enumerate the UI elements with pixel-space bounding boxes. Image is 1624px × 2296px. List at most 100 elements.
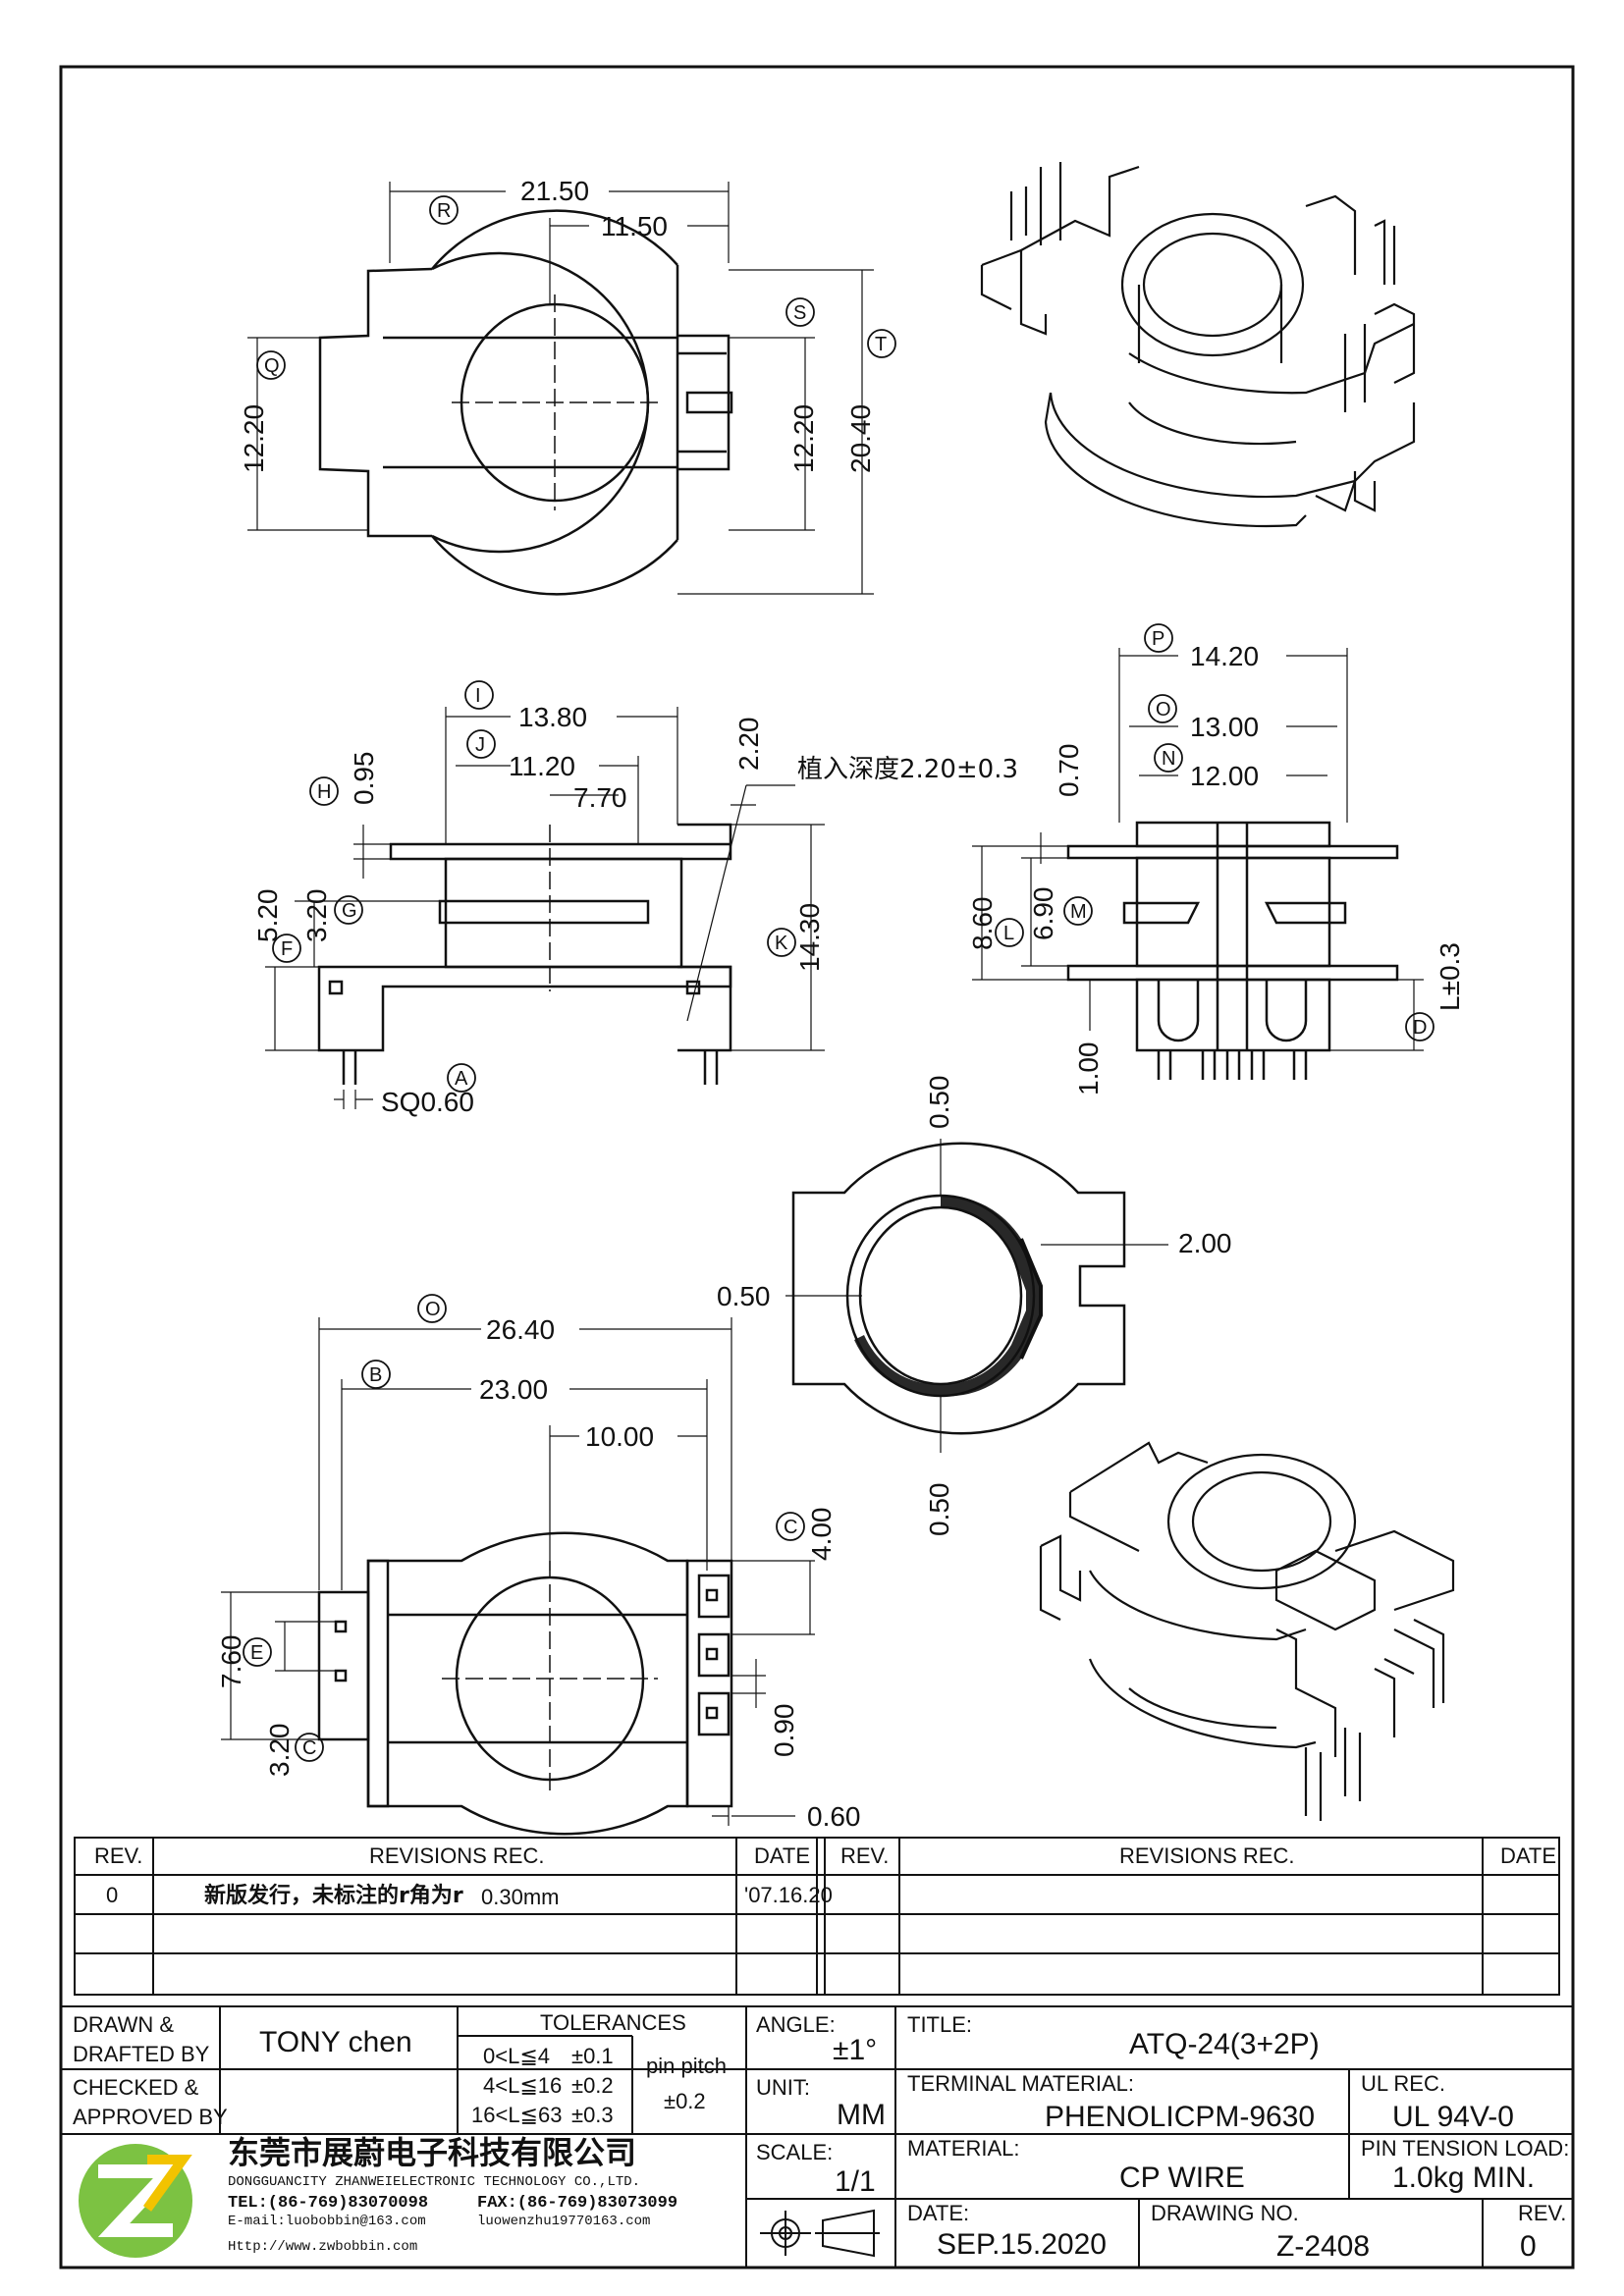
scale-label: SCALE: xyxy=(756,2140,833,2164)
marker-P: P xyxy=(1152,628,1164,650)
drawing-no-label: DRAWING NO. xyxy=(1151,2201,1299,2225)
side-dim-5-20: 5.20 xyxy=(252,889,283,943)
marker-O-bottom: O xyxy=(425,1299,441,1320)
marker-E: E xyxy=(250,1642,263,1664)
isometric-view-bottom xyxy=(1039,1441,1455,1821)
material-value: CP WIRE xyxy=(1119,2162,1245,2194)
bottom-view-centerlines xyxy=(442,1561,658,1796)
company-name-cn: 东莞市展蔚电子科技有限公司 xyxy=(228,2134,636,2171)
front-dim-13-00: 13.00 xyxy=(1190,712,1259,742)
pin-tension-value: 1.0kg MIN. xyxy=(1392,2162,1535,2194)
tol-range-1: 0<L≦4 xyxy=(483,2044,550,2068)
title-block-grid xyxy=(60,2005,1574,2269)
front-dim-14-20: 14.20 xyxy=(1190,641,1259,671)
side-view xyxy=(317,823,732,1085)
ul-rec-label: UL REC. xyxy=(1361,2071,1445,2096)
front-dim-12-00: 12.00 xyxy=(1190,761,1259,791)
bottom-view-markers xyxy=(243,1294,805,1762)
side-dim-14-30: 14.30 xyxy=(794,903,825,972)
tol-value-2: ±0.2 xyxy=(571,2073,614,2098)
angle-label: ANGLE: xyxy=(756,2012,836,2037)
front-view xyxy=(1066,821,1399,1080)
top-dim-half: 11.50 xyxy=(601,211,668,241)
bottom-view xyxy=(317,1531,733,1836)
top-dim-total-height: 20.40 xyxy=(845,404,876,473)
marker-S: S xyxy=(793,302,806,324)
marker-R: R xyxy=(437,200,451,222)
tol-range-2: 4<L≦16 xyxy=(483,2073,562,2098)
section-dim-left: 0.50 xyxy=(717,1281,771,1311)
company-email: E-mail:luobobbin@163.com xyxy=(228,2214,426,2229)
title-label: TITLE: xyxy=(907,2012,972,2037)
material-label: MATERIAL: xyxy=(907,2136,1020,2161)
revision-table xyxy=(74,1837,1560,1996)
title-value: ATQ-24(3+2P) xyxy=(1129,2028,1320,2060)
rev-header-date-1: DATE xyxy=(754,1843,810,1868)
bottom-dim-26-40: 26.40 xyxy=(486,1314,555,1345)
marker-J: J xyxy=(475,734,485,756)
top-dim-width: 21.50 xyxy=(520,176,589,206)
top-dim-left-height: 12.20 xyxy=(239,404,269,473)
marker-O-front: O xyxy=(1156,699,1171,721)
company-website: Http://www.zwbobbin.com xyxy=(228,2239,417,2255)
marker-B: B xyxy=(369,1364,382,1386)
bottom-dim-0-60: 0.60 xyxy=(807,1801,861,1832)
marker-T: T xyxy=(875,334,887,355)
date-value: SEP.15.2020 xyxy=(937,2228,1107,2261)
marker-Q: Q xyxy=(264,355,280,377)
rev-header-rec-1: REVISIONS REC. xyxy=(369,1843,544,1868)
top-dim-right-height: 12.20 xyxy=(788,404,819,473)
marker-M: M xyxy=(1070,901,1087,923)
rev-row-rev: 0 xyxy=(106,1883,118,1907)
drafted-label: DRAFTED BY xyxy=(73,2042,210,2066)
bottom-dim-10-00: 10.00 xyxy=(585,1421,654,1452)
front-dim-1-00: 1.00 xyxy=(1073,1042,1104,1096)
front-view-markers xyxy=(995,623,1435,1041)
rev-header-rev-1: REV. xyxy=(94,1843,142,1868)
rev-row-rec-value: 0.30mm xyxy=(481,1885,559,1909)
ul-rec-value: UL 94V-0 xyxy=(1392,2101,1514,2133)
drawn-value: TONY chen xyxy=(259,2026,412,2058)
side-dim-0-95: 0.95 xyxy=(349,752,379,806)
marker-C-bottom: C xyxy=(302,1737,316,1759)
bottom-dim-0-90: 0.90 xyxy=(769,1704,799,1758)
side-dim-13-80: 13.80 xyxy=(518,702,587,732)
bottom-dim-4-00: 4.00 xyxy=(806,1508,837,1562)
date-label: DATE: xyxy=(907,2201,969,2225)
rev-row-date: '07.16.20 xyxy=(744,1883,833,1907)
checked-label: CHECKED & xyxy=(73,2075,199,2100)
marker-A: A xyxy=(455,1068,468,1090)
tol-value-1: ±0.1 xyxy=(571,2044,614,2068)
terminal-material-value: PHENOLICPM-9630 xyxy=(1045,2101,1315,2133)
rev-header-rev-2: REV. xyxy=(840,1843,889,1868)
section-wall-fill xyxy=(854,1195,1041,1397)
marker-D: D xyxy=(1413,1017,1427,1039)
front-dim-6-90: 6.90 xyxy=(1028,887,1058,941)
projection-symbol xyxy=(760,2209,880,2258)
unit-value: MM xyxy=(837,2099,886,2131)
drawn-label: DRAWN & xyxy=(73,2012,174,2037)
top-view-dimlines xyxy=(247,182,874,595)
tolerances-label: TOLERANCES xyxy=(540,2010,686,2035)
marker-G: G xyxy=(342,900,357,922)
terminal-material-label: TERMINAL MATERIAL: xyxy=(907,2071,1134,2096)
section-dim-top: 0.50 xyxy=(924,1076,954,1130)
unit-label: UNIT: xyxy=(756,2075,810,2100)
section-dim-bottom: 0.50 xyxy=(924,1483,954,1537)
marker-L: L xyxy=(1003,923,1014,944)
marker-N: N xyxy=(1162,748,1175,770)
side-dim-11-20: 11.20 xyxy=(509,751,575,781)
section-dim-2-00: 2.00 xyxy=(1178,1228,1232,1258)
pin-pitch-label: pin pitch xyxy=(646,2054,727,2078)
tol-range-3: 16<L≦63 xyxy=(471,2103,562,2127)
tol-value-3: ±0.3 xyxy=(571,2103,614,2127)
isometric-view-top xyxy=(980,162,1416,528)
rev-value: 0 xyxy=(1520,2230,1537,2263)
angle-value: ±1° xyxy=(833,2034,877,2066)
approved-label: APPROVED BY xyxy=(73,2105,228,2129)
side-dim-3-20: 3.20 xyxy=(301,889,332,943)
rev-label: REV. xyxy=(1518,2201,1566,2225)
top-view-centerlines xyxy=(452,294,658,510)
marker-F: F xyxy=(281,938,293,960)
